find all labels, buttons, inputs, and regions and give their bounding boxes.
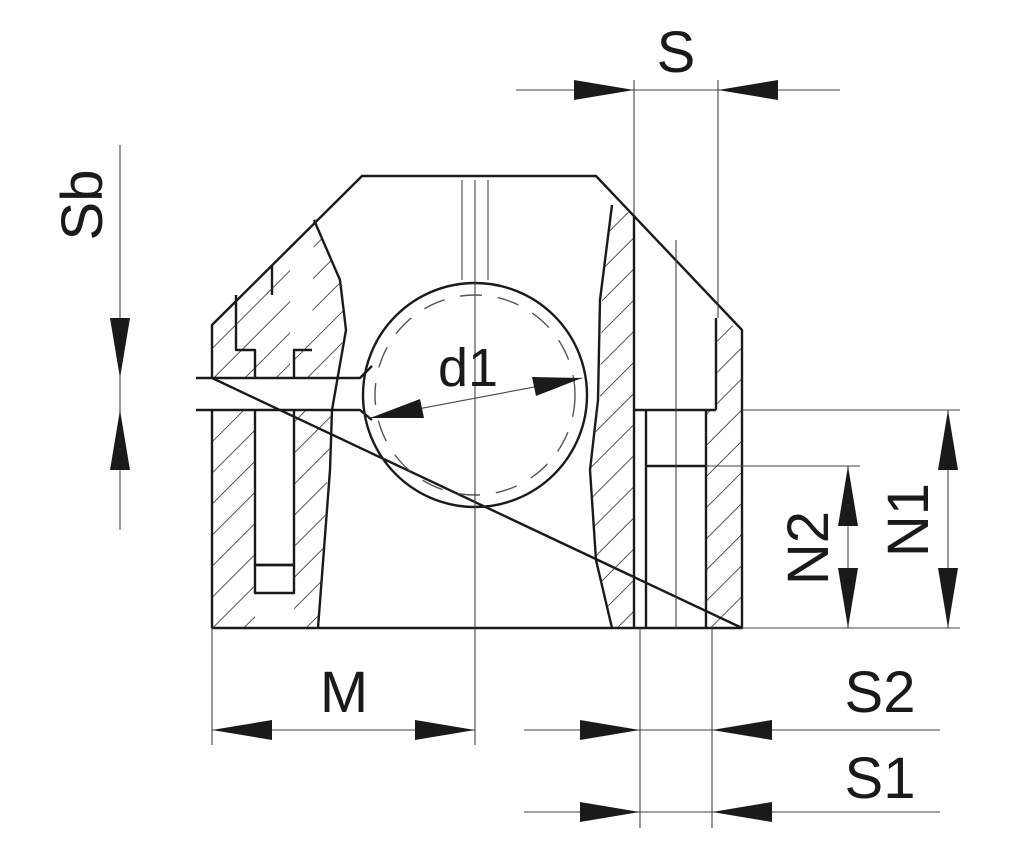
hatch-left-inner-lower [294, 410, 332, 628]
n1-arrow-bottom [938, 568, 958, 628]
sb-arrow-top [110, 318, 130, 378]
right-cut-edge [588, 204, 614, 629]
n2-arrow-top [838, 466, 858, 526]
label-m: M [320, 660, 368, 725]
split-line-left [196, 365, 373, 421]
n1-arrow-top [938, 410, 958, 470]
sb-arrow-bottom [110, 410, 130, 470]
construction-lines [119, 80, 960, 828]
s-arrow-left [574, 80, 634, 100]
d1-arrow-right [532, 377, 582, 396]
label-d1: d1 [438, 338, 498, 398]
hatch-left-lower [212, 410, 255, 628]
s2-arrow-left [580, 720, 640, 740]
dimension-labels: S Sb d1 N1 N2 M S2 S1 [50, 20, 941, 811]
block-outline [196, 174, 744, 630]
m-arrow-left [212, 720, 272, 740]
m-arrow-right [415, 720, 475, 740]
s1-arrow-right [712, 802, 772, 822]
d1-arrow-left [370, 399, 424, 418]
n2-arrow-bottom [838, 568, 858, 628]
label-n1: N1 [876, 483, 941, 557]
label-s2: S2 [845, 660, 916, 725]
label-sb: Sb [50, 170, 115, 241]
right-bolt-bore [632, 215, 718, 628]
left-cut-edge [312, 219, 348, 629]
s1-arrow-left [580, 802, 640, 822]
hatch-right-outer [706, 318, 742, 628]
hatch-left-upper [212, 262, 290, 378]
s-arrow-right [718, 80, 778, 100]
hatch-left-upper-inner [294, 220, 346, 378]
s2-arrow-right [712, 720, 772, 740]
outer-contour [210, 174, 744, 630]
screw-head [253, 563, 296, 595]
label-s: S [657, 20, 696, 85]
label-n2: N2 [776, 511, 841, 585]
label-s1: S1 [845, 746, 916, 811]
dimension-arrows [110, 80, 958, 822]
hatched-sections [212, 205, 742, 628]
hatch-right-bore [590, 205, 634, 628]
